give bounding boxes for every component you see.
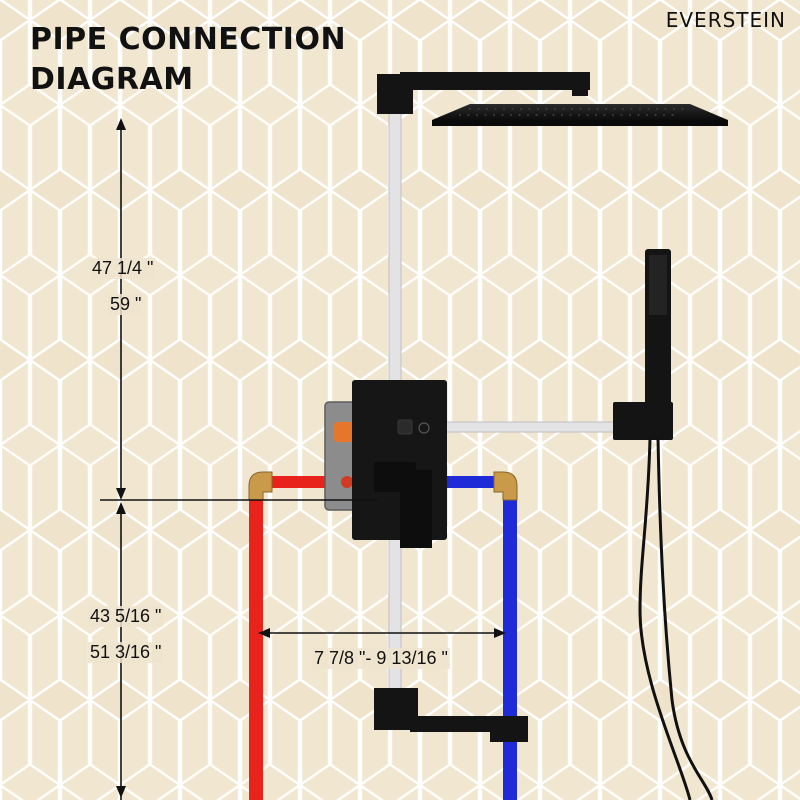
nozzle-dot [545,107,548,111]
nozzle-dot [485,107,489,111]
nozzle-dot [570,107,574,111]
nozzle-dot [526,113,530,117]
valve-cartridge-orange [334,422,354,442]
nozzle-dot [664,107,667,111]
shower-nozzles [458,107,684,117]
lower-dimension-b: 51 3/16 " [88,642,164,663]
nozzle-dot [519,107,523,111]
nozzle-dot [528,107,531,111]
page-title: PIPE CONNECTION DIAGRAM [30,20,346,100]
nozzle-dot [560,113,564,117]
nozzle-dot [645,113,649,117]
handshower-supply-pipe [444,421,616,433]
diverter-indicator [418,422,430,434]
nozzle-dot [543,113,547,117]
nozzle-dot [596,107,599,111]
rain-shower-head [432,104,728,120]
nozzle-dot [630,107,633,111]
nozzle-dot [569,113,572,117]
upper-dimension-b: 59 " [108,294,144,315]
upper-dimension-a: 47 1/4 " [90,258,156,279]
hand-shower-bracket [613,402,673,440]
nozzle-dot [468,107,472,111]
hot-brass-elbow [248,471,273,501]
nozzle-dot [577,113,581,117]
hand-shower-face [649,255,667,315]
tub-spout [410,716,528,732]
nozzle-dot [586,113,589,117]
shower-arm-drop [572,72,588,96]
nozzle-dot [501,113,504,117]
width-dim-arrow-left [258,628,270,638]
title-line-2: DIAGRAM [30,62,194,97]
nozzle-dot [552,113,555,117]
nozzle-dot [467,113,470,117]
nozzle-dot [647,107,650,111]
riser-pipe-upper [388,109,402,401]
upper-dim-arrow-top [116,118,126,130]
shower-arm [400,72,590,90]
nozzle-dot [628,113,632,117]
nozzle-dot [611,113,615,117]
nozzle-dot [603,113,606,117]
nozzle-dot [492,113,496,117]
nozzle-dot [553,107,557,111]
valve-port-hot [341,476,353,488]
nozzle-dot [477,107,480,111]
nozzle-dot [637,113,640,117]
width-dimension: 7 7/8 "- 9 13/16 " [312,648,450,669]
valve-trim-plate [352,380,447,540]
hand-shower-hose [638,437,714,800]
nozzle-dot [458,113,462,117]
rain-shower-face [432,120,728,126]
cold-water-pipe-horizontal [445,476,505,488]
title-line-1: PIPE CONNECTION [30,22,347,57]
diverter-button [397,419,413,435]
nozzle-dot [494,107,497,111]
nozzle-dot [562,107,565,111]
nozzle-dot [655,107,659,111]
nozzle-dot [654,113,657,117]
lever-handle-body [400,470,432,548]
hot-water-pipe-vertical [249,498,263,800]
nozzle-dot [671,113,674,117]
nozzle-dot [621,107,625,111]
upper-dim-arrow-bottom [116,488,126,500]
tub-spout-outlet [490,732,528,742]
lower-dimension-a: 43 5/16 " [88,606,164,627]
nozzle-dot [613,107,616,111]
nozzle-dot [579,107,582,111]
nozzle-dot [672,107,676,111]
nozzle-dot [518,113,521,117]
cold-water-pipe-vertical [503,498,517,800]
nozzle-dot [638,107,642,111]
nozzle-dot [502,107,506,111]
nozzle-dot [681,107,684,111]
nozzle-dot [535,113,538,117]
nozzle-dot [604,107,608,111]
nozzle-dot [620,113,623,117]
nozzle-dot [475,113,479,117]
lower-dim-arrow-bottom [116,786,126,798]
nozzle-dot [662,113,666,117]
nozzle-dot [594,113,598,117]
nozzle-dot [484,113,487,117]
nozzle-dot [511,107,514,111]
nozzle-dot [536,107,540,111]
nozzle-dot [587,107,591,111]
lower-dim-arrow-top [116,502,126,514]
nozzle-dot [509,113,513,117]
brand-logo: EVERSTEIN [665,8,786,32]
width-dim-arrow-right [494,628,506,638]
cold-brass-elbow [493,471,518,501]
